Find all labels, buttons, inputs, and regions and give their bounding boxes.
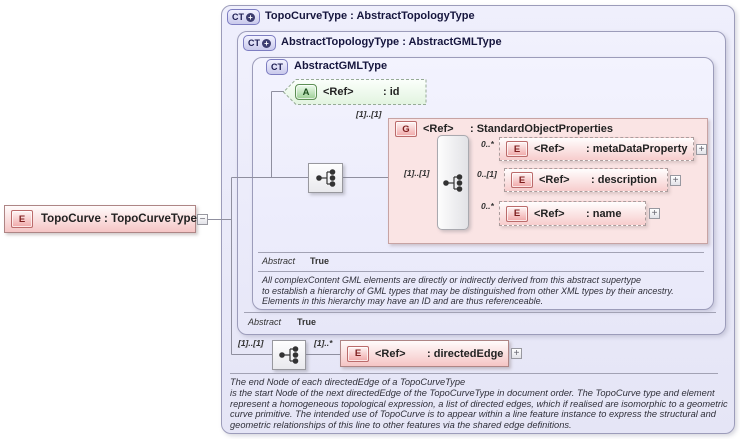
element-node-description[interactable]: E <Ref> : description (504, 168, 668, 192)
sequence-glyph (315, 169, 335, 187)
element-ref: <Ref> (534, 143, 565, 155)
expand-toggle-name[interactable]: + (649, 208, 660, 219)
cardinality-label: [1]..[1] (404, 168, 430, 178)
cardinality-label: [1]..[1] (356, 109, 382, 119)
element-ref: <Ref> (375, 347, 406, 360)
abstract-value: True (310, 256, 330, 266)
abstract-label: Abstract (262, 256, 296, 266)
element-name: : name (586, 207, 622, 220)
group-badge: G (395, 121, 417, 137)
documentation-line: is the start Node of the next directedEd… (230, 387, 715, 398)
element-badge: E (511, 172, 533, 188)
ct-badge-text: CT (232, 12, 244, 22)
type-title: AbstractTopologyType : AbstractGMLType (281, 36, 502, 48)
abstract-label: Abstract (248, 317, 282, 327)
ct-badge-text: CT (248, 38, 260, 48)
expand-toggle-metadataproperty[interactable]: + (696, 144, 707, 155)
ct-badge-text: CT (271, 62, 283, 72)
documentation-line: to establish a hierarchy of GML types th… (262, 285, 674, 296)
derived-plus-icon: + (246, 12, 255, 22)
separator-line (230, 373, 718, 374)
element-ref: <Ref> (534, 207, 565, 220)
sequence-glyph (443, 173, 463, 192)
sequence-compositor-bar (437, 135, 469, 230)
documentation-line: All complexContent GML elements are dire… (262, 275, 641, 285)
element-node-topocurve[interactable]: E TopoCurve : TopoCurveType (4, 205, 197, 233)
element-badge: E (506, 141, 528, 157)
element-badge: E (11, 210, 33, 228)
element-badge: E (347, 345, 369, 362)
element-name: : metaDataProperty (586, 143, 688, 155)
documentation-line: The end Node of each directedEdge of a T… (230, 377, 466, 387)
documentation-line: curve primitive. The intended use of Top… (230, 409, 716, 420)
separator-line (258, 252, 704, 253)
sequence-glyph (279, 346, 299, 364)
cardinality-label: 0..* (481, 201, 494, 211)
attribute-shape (282, 79, 427, 105)
type-title: AbstractGMLType (294, 60, 388, 72)
attribute-ref: <Ref> (323, 86, 354, 98)
separator-line (258, 271, 704, 272)
separator-line (244, 312, 716, 313)
group-ref: <Ref> (423, 123, 454, 135)
element-node-metadataproperty[interactable]: E <Ref> : metaDataProperty (499, 137, 694, 161)
sequence-icon (308, 163, 343, 193)
derived-plus-icon: + (262, 38, 271, 48)
documentation-line: geometric relationships of this line to … (230, 420, 572, 431)
attribute-name: : id (383, 86, 400, 98)
cardinality-label: 0..* (481, 139, 494, 149)
attribute-node-id[interactable]: A <Ref> : id (282, 79, 427, 105)
collapse-toggle-topocurve[interactable]: − (197, 214, 208, 225)
attribute-badge: A (295, 84, 317, 100)
element-ref: <Ref> (539, 174, 570, 186)
element-badge: E (506, 205, 528, 222)
complex-type-badge: CT + (227, 9, 260, 25)
cardinality-label: 0..[1] (477, 169, 497, 179)
element-node-name[interactable]: E <Ref> : name (499, 201, 646, 226)
documentation-line: represent a homogeneous topological expr… (230, 398, 728, 409)
expand-toggle-description[interactable]: + (670, 175, 681, 186)
abstract-value: True (297, 317, 317, 327)
complex-type-badge: CT (266, 59, 288, 75)
element-name: : description (591, 174, 658, 186)
group-name: : StandardObjectProperties (470, 123, 614, 135)
cardinality-label: [1]..* (314, 338, 333, 348)
element-label: TopoCurve : TopoCurveType (41, 213, 197, 225)
documentation-line: Elements in this hierarchy may have an I… (262, 296, 544, 306)
type-title: TopoCurveType : AbstractTopologyType (265, 10, 475, 22)
complex-type-badge: CT + (243, 35, 276, 51)
cardinality-label: [1]..[1] (238, 338, 264, 348)
sequence-icon (272, 340, 306, 370)
group-header[interactable]: G <Ref> : StandardObjectProperties (395, 121, 613, 137)
element-node-directededge[interactable]: E <Ref> : directedEdge (340, 340, 509, 367)
expand-toggle-directededge[interactable]: + (511, 348, 522, 359)
element-name: : directedEdge (427, 347, 504, 360)
